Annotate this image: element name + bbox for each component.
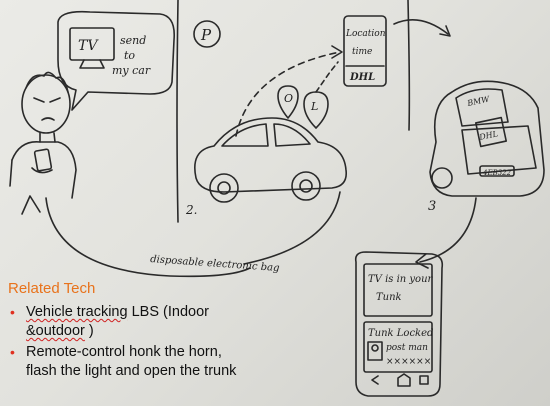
related-tech-title: Related Tech bbox=[8, 280, 96, 297]
spellcheck-text: Vehicle tracking bbox=[26, 304, 128, 320]
phone-drawing bbox=[354, 251, 444, 397]
panel-3-number: 3 bbox=[428, 199, 436, 214]
pin-left-label: O bbox=[284, 92, 293, 105]
tv-label: TV bbox=[78, 38, 99, 54]
related-tech-list: • Vehicle tracking LBS (Indoor &outdoor … bbox=[8, 303, 348, 380]
tv-caption-line1: send bbox=[120, 34, 146, 47]
list-item: • Vehicle tracking LBS (Indoor bbox=[8, 303, 348, 321]
panel-divider-1 bbox=[176, 0, 179, 223]
location-pin-icon bbox=[277, 85, 299, 119]
location-pin-icon bbox=[303, 91, 329, 129]
list-item-text: ) bbox=[84, 323, 94, 339]
location-box-line1: Location bbox=[345, 29, 386, 39]
list-item: flash the light and open the trunk bbox=[8, 362, 348, 380]
phone-contact-name: post man bbox=[386, 343, 428, 353]
location-box-line2: time bbox=[352, 47, 372, 57]
delivery-truck-drawing bbox=[429, 80, 545, 197]
location-time-card bbox=[343, 15, 387, 87]
related-tech-section: Related Tech • Vehicle tracking LBS (Ind… bbox=[8, 280, 348, 383]
phone-message-line1: TV is in your bbox=[368, 274, 434, 285]
avatar-icon bbox=[367, 341, 383, 361]
list-item-text: LBS (Indoor bbox=[127, 304, 209, 320]
person-figure bbox=[9, 71, 77, 199]
bullet-icon: • bbox=[10, 344, 15, 360]
speech-bubble bbox=[57, 10, 176, 111]
return-arrow bbox=[45, 197, 251, 278]
trunk-box-label: DHL bbox=[478, 129, 499, 142]
disposable-bag-label: disposable electronic bag bbox=[150, 254, 280, 274]
phone-message-line2: Tunk bbox=[376, 292, 402, 303]
dashed-arrow bbox=[235, 51, 341, 137]
list-item: • Remote-control honk the horn, bbox=[8, 343, 348, 361]
truck-brand: BMW bbox=[466, 94, 491, 108]
list-item-text: flash the light and open the trunk bbox=[26, 363, 237, 379]
location-box-line3: DHL bbox=[349, 72, 375, 83]
arrow-to-truck bbox=[393, 18, 449, 35]
list-item: &outdoor ) bbox=[8, 322, 348, 340]
car-drawing bbox=[194, 117, 348, 203]
list-item-text: Remote-control honk the horn, bbox=[26, 344, 222, 360]
tv-caption-line2: to bbox=[124, 49, 135, 62]
tv-caption-line3: my car bbox=[112, 64, 151, 77]
phone-contact-detail: ×××××× bbox=[386, 357, 431, 367]
phone-status: Tunk Locked bbox=[368, 328, 433, 339]
license-plate: 4EB322 bbox=[482, 169, 512, 177]
parking-sign-label: P bbox=[200, 26, 212, 44]
bullet-icon: • bbox=[10, 304, 15, 320]
parking-sign-icon bbox=[193, 20, 221, 48]
panel-2-number: 2. bbox=[185, 203, 197, 217]
pin-right-label: L bbox=[310, 100, 318, 113]
tv-icon bbox=[69, 27, 115, 61]
spellcheck-text: &outdoor bbox=[26, 323, 85, 339]
